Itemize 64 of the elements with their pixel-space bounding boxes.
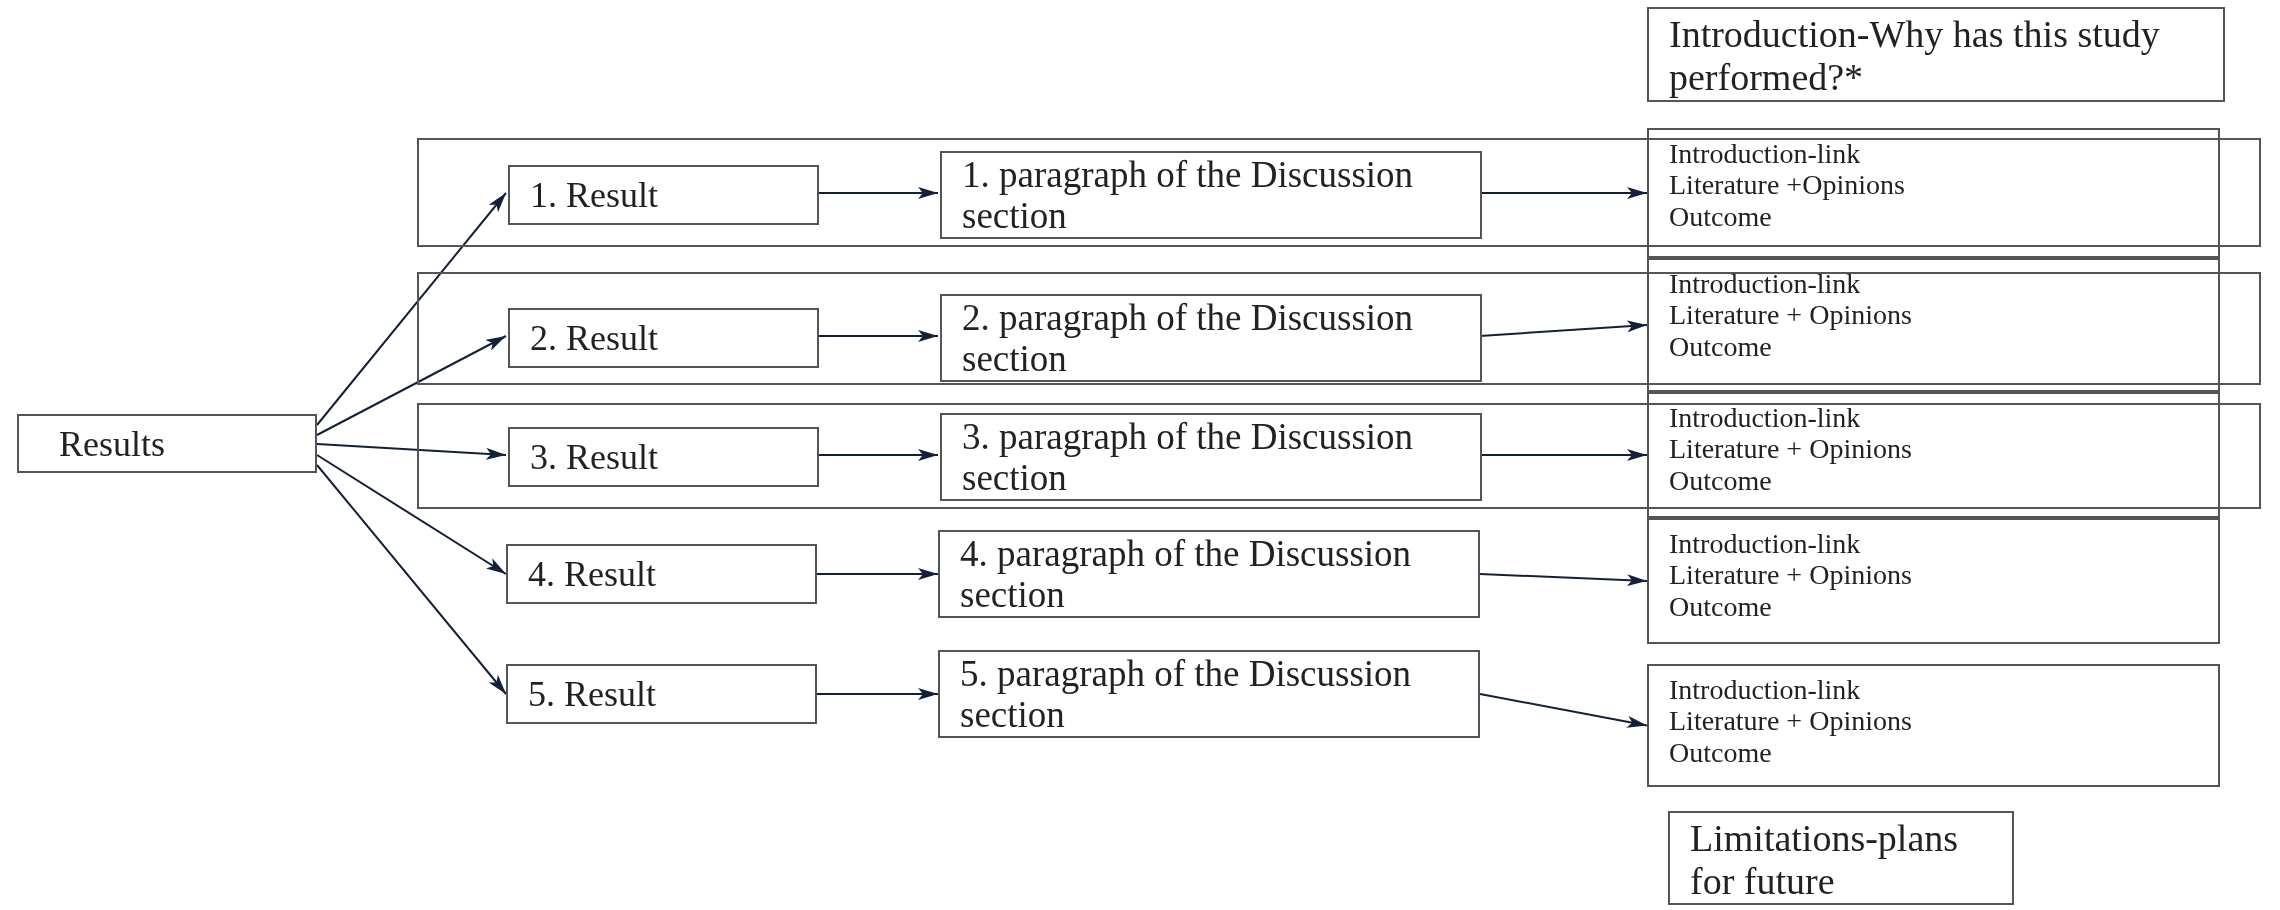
text-box: [1647, 7, 2225, 102]
text-box: [1647, 128, 2220, 258]
arrow: [816, 449, 939, 461]
arrow: [1479, 187, 1648, 199]
node-text: 1. paragraph of the Discussion section: [962, 155, 1415, 237]
group-box: [417, 403, 2261, 509]
node-text: Outcome: [1669, 200, 1773, 233]
text-box: [1647, 258, 2220, 392]
process-box: [938, 530, 1480, 618]
node-text: 5. paragraph of the Discussion section: [960, 654, 1413, 736]
arrow: [316, 335, 507, 436]
process-box: [940, 413, 1482, 501]
node-text: 2. Result: [530, 320, 658, 356]
arrow: [816, 568, 939, 580]
process-box: [506, 664, 817, 724]
node-text: Literature + Opinions: [1669, 433, 1913, 465]
group-box: [417, 138, 2261, 247]
node-text: Limitations-plans for future: [1690, 817, 1960, 903]
process-box: [17, 414, 317, 473]
node-text: Literature + Opinions: [1669, 705, 1913, 737]
node-text: Outcome: [1669, 590, 1773, 623]
node-text: Literature + Opinions: [1669, 559, 1913, 591]
group-box: [417, 272, 2261, 385]
text-box: [1668, 811, 2014, 905]
node-text: Outcome: [1669, 736, 1773, 769]
node-text: Introduction-link: [1669, 138, 1862, 170]
node-text: Outcome: [1669, 330, 1773, 363]
process-box: [938, 650, 1480, 738]
process-box: [506, 544, 817, 604]
process-box: [508, 165, 819, 225]
arrow: [1479, 693, 1648, 728]
process-box: [508, 427, 819, 487]
node-text: Introduction-link: [1669, 674, 1862, 706]
arrow: [316, 454, 507, 575]
node-text: 3. paragraph of the Discussion section: [962, 417, 1415, 499]
arrow: [316, 192, 507, 426]
arrow: [316, 443, 507, 460]
node-text: Literature + Opinions: [1669, 299, 1913, 331]
node-text: Results: [59, 425, 165, 462]
text-box: [1647, 664, 2220, 787]
node-text: 2. paragraph of the Discussion section: [962, 298, 1415, 380]
node-text: 1. Result: [530, 177, 658, 213]
node-text: Introduction-link: [1669, 268, 1862, 300]
node-text: 3. Result: [530, 439, 658, 475]
process-box: [508, 308, 819, 368]
node-text: Introduction-link: [1669, 402, 1862, 434]
node-text: Literature +Opinions: [1669, 169, 1906, 201]
node-text: Introduction-Why has this study performed?*: [1669, 13, 2161, 99]
arrow: [316, 464, 507, 695]
node-text: Introduction-link: [1669, 528, 1862, 560]
arrow: [1479, 573, 1648, 587]
text-box: [1647, 392, 2220, 518]
arrow: [816, 688, 939, 700]
text-box: [1647, 518, 2220, 644]
arrow: [816, 330, 939, 342]
node-text: 4. Result: [528, 556, 656, 592]
node-text: 5. Result: [528, 676, 656, 712]
node-text: 4. paragraph of the Discussion section: [960, 534, 1413, 616]
arrow: [1479, 320, 1648, 337]
arrow: [1479, 449, 1648, 461]
node-text: Outcome: [1669, 464, 1773, 497]
process-box: [940, 294, 1482, 382]
process-box: [940, 151, 1482, 239]
arrow: [816, 187, 939, 199]
